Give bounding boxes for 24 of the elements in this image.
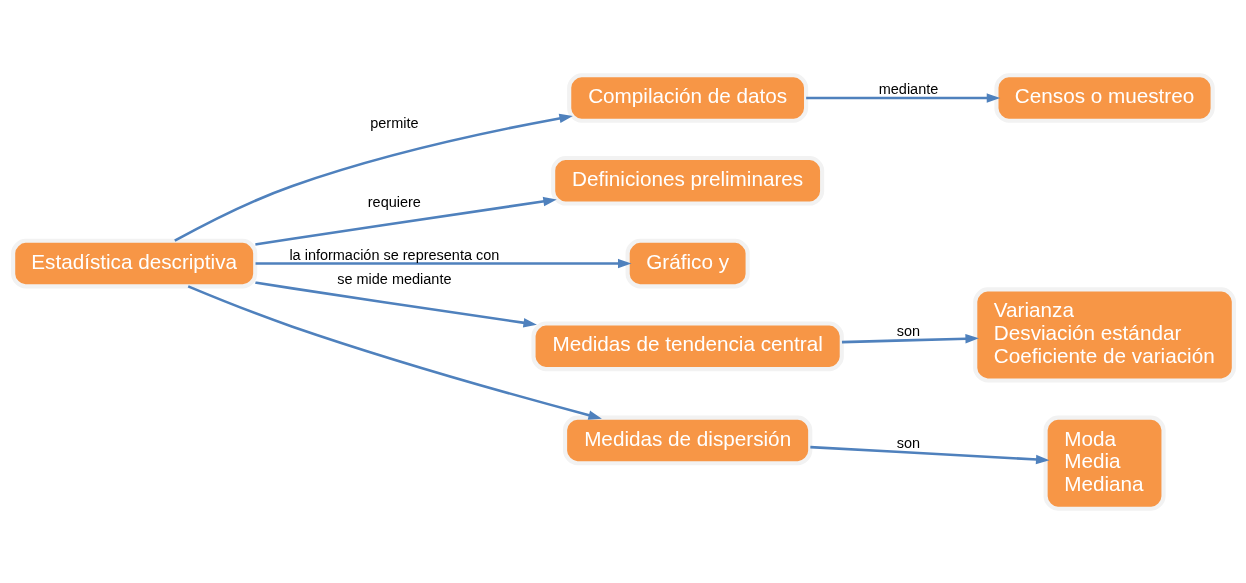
node-box: Varianza Desviación estándar Coeficiente de variación — [972, 286, 1236, 382]
node-box: Moda Media Mediana — [1043, 415, 1166, 511]
arrow — [173, 113, 573, 242]
arrow — [187, 284, 602, 420]
arrow — [809, 445, 1049, 464]
node-box: Compilación de datos — [566, 72, 808, 123]
arrow — [841, 333, 979, 343]
arrow — [254, 196, 557, 246]
arrow — [805, 92, 1000, 103]
node-box: Gráfico y — [625, 238, 750, 288]
arrow — [254, 280, 537, 327]
edge-label: permite — [369, 114, 418, 131]
arrow — [255, 258, 631, 268]
edge-label: son — [896, 434, 920, 451]
node-box: Medidas de tendencia central — [530, 321, 844, 371]
node-box: Definiciones preliminares — [550, 155, 824, 206]
edge-label: la información se representa con — [288, 246, 499, 263]
edge-label: se mide mediante — [336, 270, 451, 287]
node-box: Estadística descriptiva — [10, 238, 257, 288]
edge-label: son — [896, 322, 920, 339]
edge-label: requiere — [367, 193, 421, 210]
node-box: Medidas de dispersión — [562, 415, 812, 465]
node-box: Censos o muestreo — [993, 72, 1215, 123]
edge-label: mediante — [878, 80, 938, 97]
